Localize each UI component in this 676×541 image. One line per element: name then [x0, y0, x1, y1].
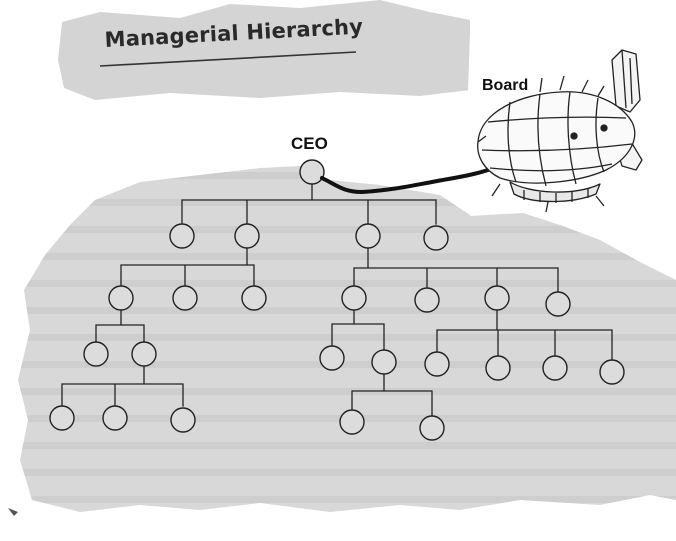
paper-title-strip [58, 0, 470, 100]
node-level3 [542, 355, 568, 381]
node-level1 [423, 225, 449, 251]
node-level4 [49, 405, 75, 431]
node-level3 [424, 351, 450, 377]
ceo-label: CEO [291, 134, 328, 153]
node-level1 [234, 223, 260, 249]
node-level1 [169, 223, 195, 249]
airship-icon [477, 49, 643, 213]
node-level4 [419, 415, 445, 441]
paper-text-shadow [18, 166, 676, 512]
node-level3 [131, 341, 157, 367]
node-level4 [102, 405, 128, 431]
node-level2 [241, 285, 267, 311]
node-ceo [299, 159, 325, 185]
node-level4 [339, 409, 365, 435]
node-level2 [414, 287, 440, 313]
node-level3 [319, 345, 345, 371]
node-level2 [545, 291, 571, 317]
node-level2 [341, 285, 367, 311]
node-level3 [371, 349, 397, 375]
org-chart-nodes [49, 159, 625, 441]
node-level3 [599, 359, 625, 385]
paper-scrap [8, 508, 18, 516]
node-level3 [83, 341, 109, 367]
title-underline [99, 51, 357, 67]
node-level2 [172, 285, 198, 311]
node-level1 [355, 223, 381, 249]
org-chart-lines [61, 183, 613, 417]
node-level2 [484, 285, 510, 311]
node-level3 [485, 355, 511, 381]
node-level4 [170, 407, 196, 433]
node-level2 [108, 285, 134, 311]
board-label: Board [482, 77, 529, 94]
ceo-board-connector [320, 168, 490, 195]
